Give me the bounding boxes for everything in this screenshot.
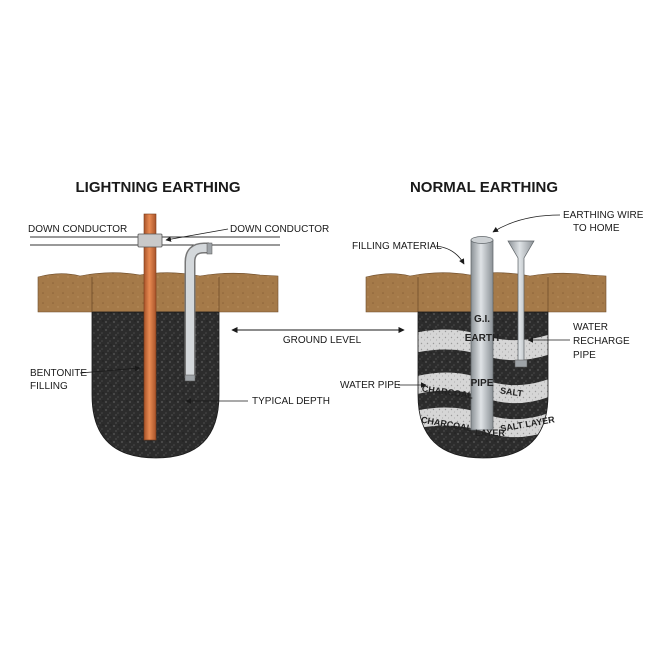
bentonite-label-line1: BENTONITE	[30, 368, 87, 379]
normal-earthing-title: NORMAL EARTHING	[410, 179, 558, 196]
ground-soil-left	[37, 272, 279, 313]
layer-label-layer: LAYER	[475, 428, 505, 438]
down-conductor-arrow	[165, 228, 229, 242]
pipe-text-pipe: PIPE	[471, 378, 494, 389]
water-pipe-left	[186, 244, 209, 378]
down-conductor-label-right: DOWN CONDUCTOR	[230, 224, 329, 235]
earthing-wire-arrow	[492, 214, 561, 233]
water-pipe-cap	[206, 242, 213, 255]
filling-material-arrow	[435, 245, 465, 265]
water-recharge-label-line1: WATER	[573, 322, 608, 333]
earthing-wire-label-line1: EARTHING WIRE	[563, 210, 644, 221]
bentonite-arrow	[79, 365, 141, 374]
gi-pipe-top	[470, 236, 494, 244]
bentonite-label-line2: FILLING	[30, 381, 68, 392]
pipe-text-earth: EARTH	[465, 333, 499, 344]
layered-pit-outline	[417, 311, 549, 459]
water-recharge-label-line2: RECHARGE	[573, 336, 630, 347]
filling-material-label: FILLING MATERIAL	[352, 241, 442, 252]
pipe-text-gi: G.I.	[474, 314, 490, 325]
earthing-wire-label-line2: TO HOME	[573, 223, 620, 234]
water-recharge-pipe-end	[514, 359, 528, 368]
typical-depth-label: TYPICAL DEPTH	[252, 396, 330, 407]
down-conductor-label-left: DOWN CONDUCTOR	[28, 224, 127, 235]
water-pipe-label: WATER PIPE	[340, 380, 401, 391]
lightning-earthing-title: LIGHTNING EARTHING	[76, 179, 241, 196]
rod-clamp	[137, 233, 163, 248]
ground-level-label: GROUND LEVEL	[283, 335, 362, 346]
copper-earth-rod	[143, 213, 157, 441]
layer-label-salt-1: SALT	[499, 385, 523, 398]
water-recharge-label-line3: PIPE	[573, 350, 596, 361]
water-pipe-end	[184, 374, 196, 382]
